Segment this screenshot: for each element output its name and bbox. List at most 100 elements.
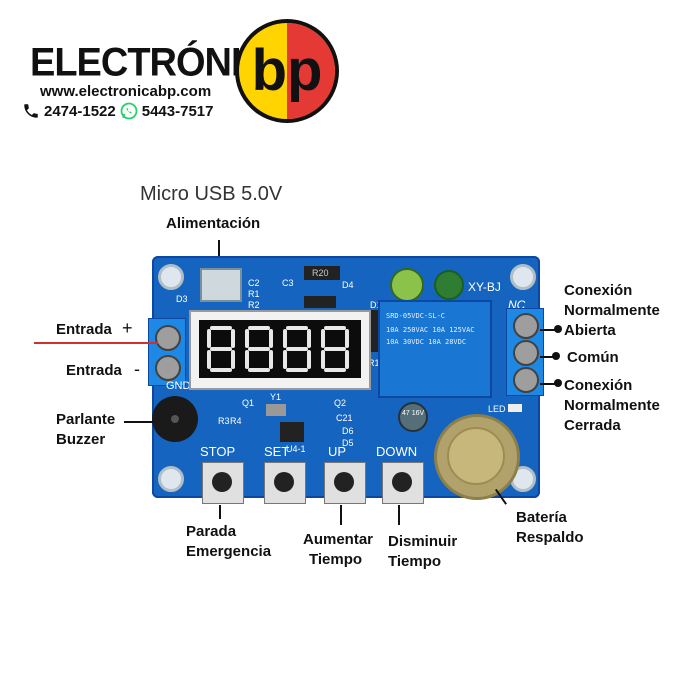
leader-line-alimentacion — [218, 240, 220, 266]
usb-title: Micro USB 5.0V — [140, 183, 283, 205]
label-parlante-line2: Buzzer — [56, 431, 106, 448]
terminal-screw-nc[interactable] — [513, 367, 539, 393]
stop-button[interactable] — [202, 462, 244, 504]
label-entrada-neg-text: Entrada — [66, 362, 122, 379]
terminal-screw-negative[interactable] — [155, 355, 181, 381]
display-digit — [245, 326, 273, 372]
status-led — [508, 404, 522, 412]
leader-line-parlante — [124, 421, 154, 423]
capacitor — [390, 268, 424, 302]
label-entrada-pos-text: Entrada — [56, 321, 112, 338]
silk-y1: Y1 — [270, 392, 282, 402]
capacitor — [434, 270, 464, 300]
up-button[interactable] — [324, 462, 366, 504]
phone-number-2: 5443-7517 — [141, 102, 214, 120]
label-entrada-positive: Entrada + — [56, 318, 133, 340]
terminal-screw-positive[interactable] — [155, 325, 181, 351]
silk-r4: R4 — [230, 416, 242, 426]
silk-r3: R3 — [218, 416, 230, 426]
terminal-screw-com[interactable] — [513, 340, 539, 366]
leader-line-aumentar — [340, 505, 342, 525]
button-cap[interactable] — [392, 472, 412, 492]
cap-rating: 47 16V — [402, 410, 425, 417]
set-button[interactable] — [264, 462, 306, 504]
phone-number-1: 2474-1522 — [44, 102, 116, 120]
silk-c21: C21 — [336, 413, 353, 423]
label-parada-line1: Parada — [186, 523, 237, 540]
positive-wire — [34, 342, 158, 344]
leader-dot-com — [552, 352, 560, 360]
contact-line: 2474-1522 5443-7517 — [22, 102, 213, 120]
micro-usb-port[interactable] — [200, 268, 242, 302]
display-digit — [207, 326, 235, 372]
silk-r17: R17 — [368, 358, 385, 368]
display-screen — [199, 320, 361, 378]
display-digits — [207, 326, 349, 372]
btn-label-up: UP — [328, 444, 347, 459]
silk-u4: U4-1 — [286, 444, 306, 454]
input-terminal-block — [148, 318, 186, 386]
silk-d6: D6 — [342, 426, 354, 436]
relay-rating-1: 10A 250VAC 10A 125VAC — [386, 326, 475, 334]
down-button[interactable] — [382, 462, 424, 504]
button-cap[interactable] — [274, 472, 294, 492]
leader-line-com — [540, 356, 554, 358]
display-digit — [283, 326, 311, 372]
terminal-screw-no[interactable] — [513, 313, 539, 339]
label-nc-line2: Normalmente — [564, 397, 660, 414]
relay-rating-2: 10A 30VDC 10A 28VDC — [386, 338, 467, 346]
battery-holder — [434, 414, 520, 500]
silk-d4: D4 — [342, 280, 354, 290]
negative-sign: - — [134, 359, 141, 379]
btn-label-stop: STOP — [200, 444, 236, 459]
mount-hole — [510, 264, 536, 290]
label-no-line3: Abierta — [564, 322, 616, 339]
silk-d3: D3 — [176, 294, 188, 304]
phone-icon — [24, 104, 38, 118]
silk-c2: C2 — [248, 278, 260, 288]
leader-line-parada — [219, 505, 221, 519]
led-display — [189, 310, 371, 390]
silk-d5: D5 — [342, 438, 354, 448]
silk-d1: D1 — [370, 300, 382, 310]
relay-terminal-block — [506, 308, 544, 396]
label-bateria-line1: Batería — [516, 509, 567, 526]
electrolytic-capacitor — [398, 402, 428, 432]
label-nc-line3: Cerrada — [564, 417, 621, 434]
ic-chip — [280, 422, 304, 442]
relay: SRD-05VDC-SL-C 10A 250VAC 10A 125VAC 10A… — [378, 300, 492, 398]
leader-dot-no — [554, 325, 562, 333]
buzzer — [152, 396, 198, 442]
leader-dot-nc — [554, 379, 562, 387]
label-parlante: Parlante Buzzer — [56, 410, 115, 450]
label-parada-line2: Emergencia — [186, 543, 272, 560]
label-normally-closed: Conexión Normalmente Cerrada — [564, 376, 660, 436]
ic-chip — [304, 296, 336, 308]
battery-cell — [447, 427, 505, 485]
whatsapp-icon — [120, 102, 138, 120]
label-entrada-negative: Entrada - — [66, 359, 140, 381]
label-alimentacion: Alimentación — [166, 215, 261, 232]
leader-line-nc — [540, 383, 556, 385]
label-no-line2: Normalmente — [564, 302, 660, 319]
logo-text: bp — [252, 38, 323, 103]
btn-label-down: DOWN — [376, 444, 418, 459]
button-cap[interactable] — [212, 472, 232, 492]
board-model: XY-BJ — [468, 280, 501, 294]
silk-r2: R2 — [248, 300, 260, 310]
silk-r1: R1 — [248, 289, 260, 299]
silk-q1: Q1 — [242, 398, 255, 408]
label-nc-line1: Conexión — [564, 377, 633, 394]
silk-gnd: GND — [166, 380, 191, 392]
btn-label-set: SET — [264, 444, 290, 459]
button-cap[interactable] — [334, 472, 354, 492]
silk-led: LED — [488, 404, 506, 414]
website-url: www.electronicabp.com — [40, 83, 212, 100]
label-no-line1: Conexión — [564, 282, 633, 299]
label-aumentar: Aumentar Tiempo — [303, 530, 373, 570]
label-bateria-line2: Respaldo — [516, 529, 584, 546]
label-aumentar-line1: Aumentar — [303, 531, 374, 548]
bp-logo: bp — [235, 19, 339, 123]
silk-r20: R20 — [312, 268, 329, 278]
label-aumentar-line2: Tiempo — [309, 551, 363, 568]
